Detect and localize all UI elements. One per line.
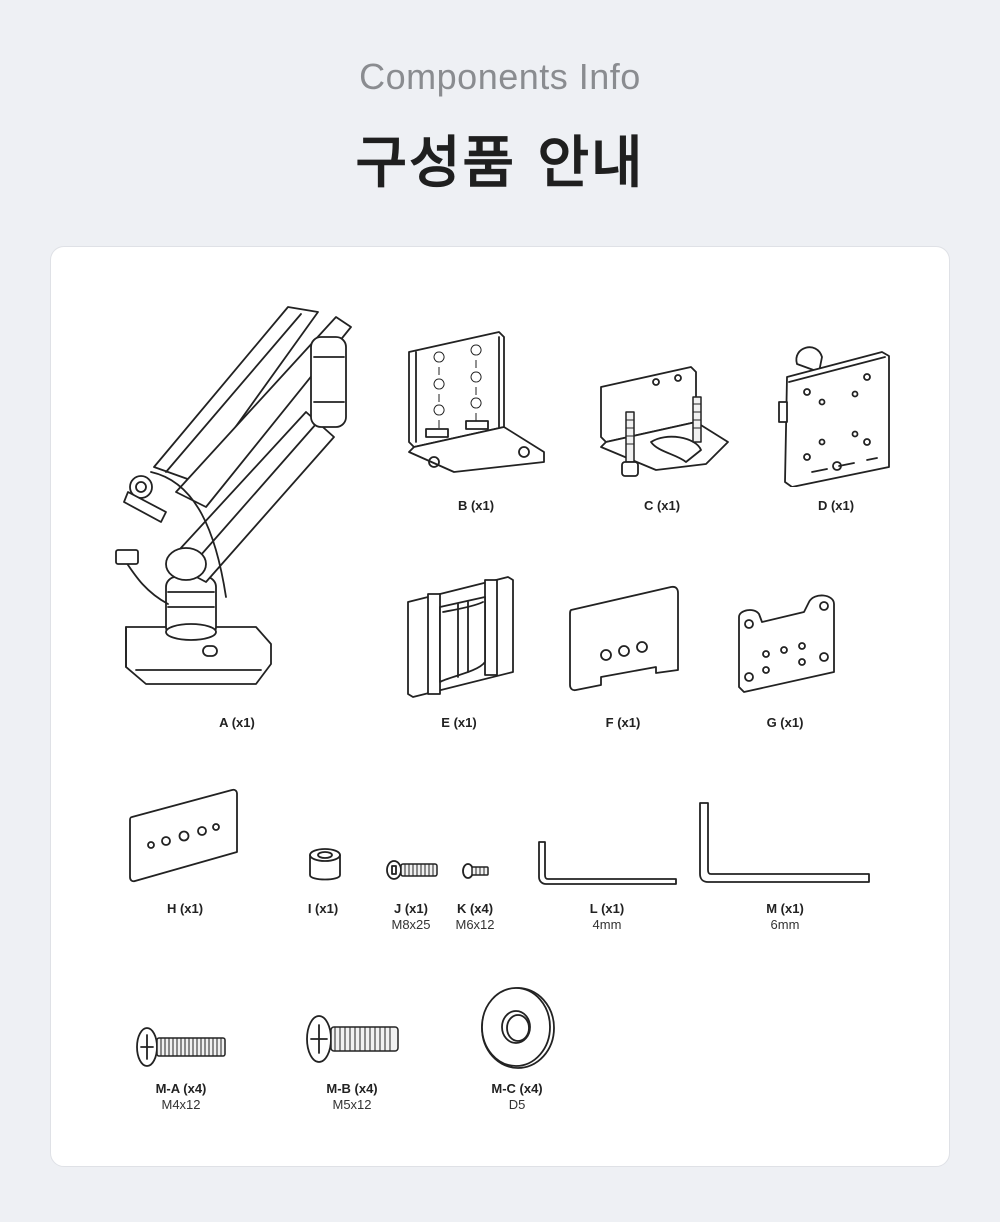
page-title: 구성품 안내 [355, 131, 645, 196]
component-m-c-label: M-C (x4) D5 [447, 1081, 587, 1113]
hex-key-4mm-illustration [538, 841, 677, 885]
component-name: G (x1) [766, 715, 804, 730]
component-name: K (x4) [456, 901, 494, 916]
component-d-label: D (x1) [766, 498, 906, 514]
adapter-plate-illustration [738, 594, 835, 693]
vesa-plate-illustration [778, 346, 890, 487]
component-c-label: C (x1) [592, 498, 732, 514]
component-name: F (x1) [605, 715, 641, 730]
component-j-label: J (x1) M8x25 [341, 901, 481, 933]
bolt-m8-illustration [386, 860, 438, 880]
hex-key-6mm-illustration [699, 802, 870, 883]
component-spec: M5x12 [332, 1097, 372, 1112]
component-e-label: E (x1) [389, 715, 529, 731]
clamp-bracket-illustration [600, 366, 729, 477]
component-name: B (x1) [457, 498, 495, 513]
component-h-label: H (x1) [115, 901, 255, 917]
component-name: D (x1) [817, 498, 855, 513]
component-f-label: F (x1) [553, 715, 693, 731]
component-name: L (x1) [589, 901, 625, 916]
component-spec: M6x12 [455, 917, 495, 932]
bolt-m6-illustration [462, 863, 489, 879]
three-hole-plate-illustration [569, 585, 679, 692]
component-name: I (x1) [307, 901, 339, 916]
page-subtitle: Components Info [359, 56, 641, 97]
washer-illustration [481, 987, 555, 1069]
five-hole-plate-illustration [129, 788, 238, 883]
component-m-b-label: M-B (x4) M5x12 [282, 1081, 422, 1113]
component-k-label: K (x4) M6x12 [405, 901, 545, 933]
component-name: M-A (x4) [155, 1081, 207, 1096]
nut-illustration [309, 848, 341, 881]
component-g-label: G (x1) [715, 715, 855, 731]
component-spec: 4mm [592, 917, 622, 932]
component-name: M-B (x4) [326, 1081, 378, 1096]
component-name: C (x1) [643, 498, 681, 513]
component-name: M (x1) [766, 901, 804, 916]
component-b-label: B (x1) [406, 498, 546, 514]
monitor-arm-illustration [115, 306, 352, 685]
clip-bracket-illustration [407, 576, 514, 698]
component-name: E (x1) [441, 715, 477, 730]
components-card: A (x1) B (x1) [50, 246, 950, 1167]
component-m-a-label: M-A (x4) M4x12 [111, 1081, 251, 1113]
screw-m4-illustration [136, 1027, 226, 1067]
component-m-label: M (x1) 6mm [715, 901, 855, 933]
component-spec: M4x12 [161, 1097, 201, 1112]
screw-m5-illustration [306, 1015, 399, 1063]
component-spec: 6mm [770, 917, 800, 932]
component-i-label: I (x1) [253, 901, 393, 917]
l-bracket-illustration [408, 331, 545, 473]
component-name: M-C (x4) [491, 1081, 543, 1096]
component-spec: D5 [508, 1097, 526, 1112]
component-name: A (x1) [219, 715, 255, 730]
component-l-label: L (x1) 4mm [537, 901, 677, 933]
component-a-label: A (x1) [167, 715, 307, 731]
component-spec: M8x25 [391, 917, 431, 932]
component-name: H (x1) [166, 901, 204, 916]
component-name: J (x1) [394, 901, 428, 916]
